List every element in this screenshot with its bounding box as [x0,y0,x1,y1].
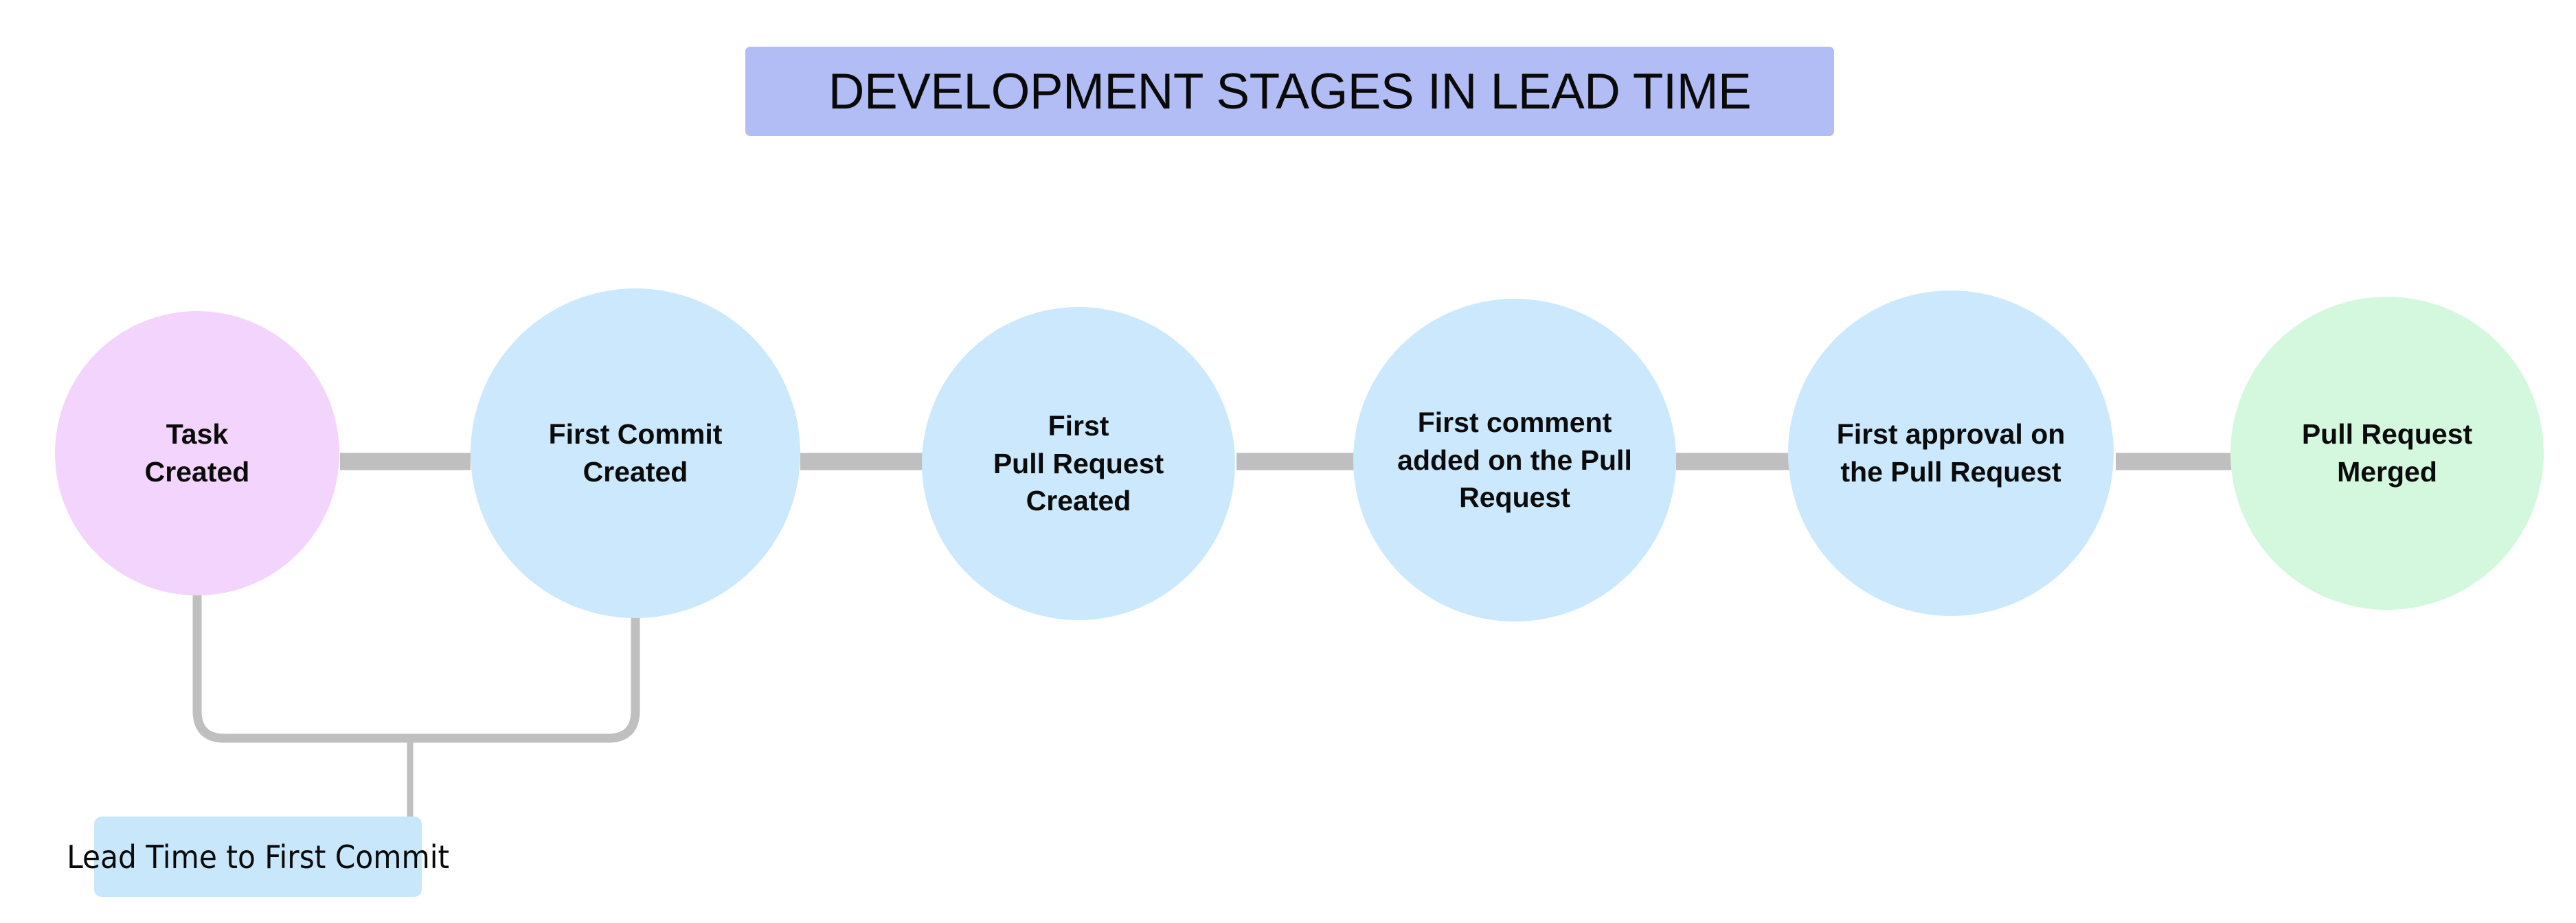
node-label: Pull Request Merged [2301,418,2473,488]
node-first-comment-added[interactable]: First comment added on the Pull Request [1353,299,1676,622]
node-label: First Commit Created [548,418,723,488]
node-first-commit-created[interactable]: First Commit Created [471,288,800,618]
lead-time-label-box[interactable]: Lead Time to First Commit [67,817,449,897]
node-first-pull-request-created[interactable]: First Pull Request Created [922,307,1235,620]
node-label: First comment added on the Pull Request [1397,407,1632,514]
node-first-approval[interactable]: First approval on the Pull Request [1788,290,2114,616]
node-label: First Pull Request Created [993,410,1164,517]
node-task-created[interactable]: Task Created [55,311,339,595]
diagram-title-text: DEVELOPMENT STAGES IN LEAD TIME [828,63,1752,119]
diagram-title-box: DEVELOPMENT STAGES IN LEAD TIME [745,47,1834,136]
node-label: First approval on the Pull Request [1836,418,2066,488]
node-pull-request-merged[interactable]: Pull Request Merged [2230,297,2544,610]
lead-time-bracket [192,592,640,743]
node-label: Task Created [144,418,250,488]
lead-time-label-text: Lead Time to First Commit [67,838,449,876]
